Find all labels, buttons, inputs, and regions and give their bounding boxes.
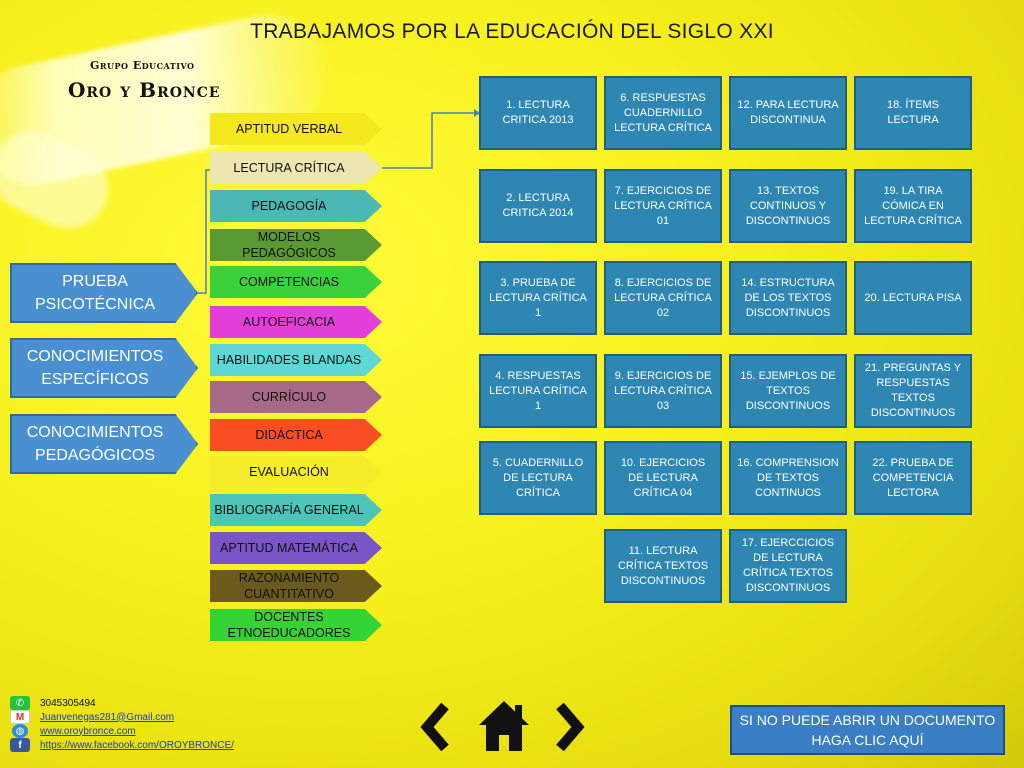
document-link-17[interactable]: 17. EJERCCICIOS DE LECTURA CRÍTICA TEXTO… bbox=[729, 529, 847, 603]
document-link-label: 6. RESPUESTAS CUADERNILLO LECTURA CRÍTIC… bbox=[614, 91, 712, 134]
help-button-label: SI NO PUEDE ABRIR UN DOCUMENTO HAGA CLIC… bbox=[739, 712, 996, 748]
document-link-4[interactable]: 4. RESPUESTAS LECTURA CRÍTICA 1 bbox=[479, 354, 597, 428]
document-link-7[interactable]: 7. EJERCICIOS DE LECTURA CRÍTICA 01 bbox=[604, 169, 722, 243]
category-conocimientos-especificos[interactable]: CONOCIMIENTOS ESPECÍFICOS bbox=[10, 338, 198, 398]
topic-8[interactable]: DIDÁCTICA bbox=[210, 419, 382, 451]
brand-name: Oro y Bronce bbox=[68, 78, 221, 102]
topic-label: AUTOEFICACIA bbox=[242, 315, 336, 329]
document-link-label: 3. PRUEBA DE LECTURA CRÍTICA 1 bbox=[489, 276, 587, 319]
document-link-6[interactable]: 6. RESPUESTAS CUADERNILLO LECTURA CRÍTIC… bbox=[604, 76, 722, 150]
document-link-16[interactable]: 16. COMPRENSION DE TEXTOS CONTINUOS bbox=[729, 441, 847, 515]
topic-12[interactable]: RAZONAMIENTO CUANTITATIVO bbox=[210, 570, 382, 602]
document-link-2[interactable]: 2. LECTURA CRITICA 2014 bbox=[479, 169, 597, 243]
topic-label: APTITUD MATEMÁTICA bbox=[220, 541, 358, 555]
facebook-icon: f bbox=[10, 738, 30, 752]
topic-9[interactable]: EVALUACIÓN bbox=[210, 456, 382, 488]
home-icon[interactable] bbox=[475, 697, 533, 755]
contact-facebook-link[interactable]: https://www.facebook.com/OROYBRONCE/ bbox=[40, 739, 234, 751]
document-link-10[interactable]: 10. EJERCICIOS DE LECTURA CRÍTICA 04 bbox=[604, 441, 722, 515]
topic-label: BIBLIOGRAFÍA GENERAL bbox=[214, 503, 364, 517]
chevron-right-icon[interactable] bbox=[550, 700, 590, 755]
document-link-13[interactable]: 13. TEXTOS CONTINUOS Y DISCONTINUOS bbox=[729, 169, 847, 243]
document-link-label: 8. EJERCICIOS DE LECTURA CRÍTICA 02 bbox=[614, 276, 712, 319]
topic-11[interactable]: APTITUD MATEMÁTICA bbox=[210, 532, 382, 564]
document-link-label: 13. TEXTOS CONTINUOS Y DISCONTINUOS bbox=[745, 184, 831, 227]
document-link-label: 1. LECTURA CRITICA 2013 bbox=[502, 99, 574, 126]
topic-6[interactable]: HABILIDADES BLANDAS bbox=[210, 344, 382, 376]
document-link-label: 4. RESPUESTAS LECTURA CRÍTICA 1 bbox=[489, 369, 587, 412]
connector-category-topic bbox=[198, 169, 212, 294]
topic-10[interactable]: BIBLIOGRAFÍA GENERAL bbox=[210, 494, 382, 526]
gmail-icon: M bbox=[10, 710, 30, 724]
category-label: CONOCIMIENTOS ESPECÍFICOS bbox=[26, 348, 164, 388]
document-link-21[interactable]: 21. PREGUNTAS Y RESPUESTAS TEXTOS DISCON… bbox=[854, 354, 972, 428]
document-link-label: 20. LECTURA PISA bbox=[864, 291, 962, 304]
topic-13[interactable]: DOCENTES ETNOEDUCADORES bbox=[210, 609, 382, 641]
document-link-label: 11. LECTURA CRÍTICA TEXTOS DISCONTINUOS bbox=[617, 544, 709, 587]
globe-icon: ◍ bbox=[12, 724, 28, 738]
page-title: TRABAJAMOS POR LA EDUCACIÓN DEL SIGLO XX… bbox=[250, 20, 774, 43]
document-link-label: 12. PARA LECTURA DISCONTINUA bbox=[737, 99, 839, 126]
document-link-19[interactable]: 19. LA TIRA CÓMICA EN LECTURA CRÍTICA bbox=[854, 169, 972, 243]
topic-2[interactable]: PEDAGOGÍA bbox=[210, 190, 382, 222]
contact-web-link[interactable]: www.oroybronce.com bbox=[40, 725, 136, 737]
document-link-label: 19. LA TIRA CÓMICA EN LECTURA CRÍTICA bbox=[864, 184, 962, 227]
document-link-20[interactable]: 20. LECTURA PISA bbox=[854, 261, 972, 335]
document-link-label: 14. ESTRUCTURA DE LOS TEXTOS DISCONTINUO… bbox=[741, 276, 835, 319]
contact-block: ✆ 3045305494 M Juanvenegas281@Gmail.com … bbox=[10, 696, 234, 752]
document-link-label: 10. EJERCICIOS DE LECTURA CRÍTICA 04 bbox=[620, 456, 706, 499]
document-link-11[interactable]: 11. LECTURA CRÍTICA TEXTOS DISCONTINUOS bbox=[604, 529, 722, 603]
document-link-22[interactable]: 22. PRUEBA DE COMPETENCIA LECTORA bbox=[854, 441, 972, 515]
document-link-label: 22. PRUEBA DE COMPETENCIA LECTORA bbox=[872, 456, 954, 499]
category-prueba-psicotecnica[interactable]: PRUEBA PSICOTÉCNICA bbox=[10, 263, 198, 323]
document-link-label: 16. COMPRENSION DE TEXTOS CONTINUOS bbox=[737, 456, 839, 499]
category-label: CONOCIMIENTOS PEDAGÓGICOS bbox=[26, 424, 164, 464]
topic-label: EVALUACIÓN bbox=[249, 465, 329, 479]
document-link-14[interactable]: 14. ESTRUCTURA DE LOS TEXTOS DISCONTINUO… bbox=[729, 261, 847, 335]
topic-label: RAZONAMIENTO CUANTITATIVO bbox=[238, 571, 340, 601]
document-link-9[interactable]: 9. EJERCICIOS DE LECTURA CRÍTICA 03 bbox=[604, 354, 722, 428]
document-link-label: 2. LECTURA CRITICA 2014 bbox=[502, 192, 574, 219]
topic-0[interactable]: APTITUD VERBAL bbox=[210, 113, 382, 145]
contact-email-link[interactable]: Juanvenegas281@Gmail.com bbox=[40, 711, 175, 723]
topic-label: CURRÍCULO bbox=[251, 390, 327, 404]
topic-5[interactable]: AUTOEFICACIA bbox=[210, 306, 382, 338]
document-link-3[interactable]: 3. PRUEBA DE LECTURA CRÍTICA 1 bbox=[479, 261, 597, 335]
connector-topic-grid bbox=[382, 112, 474, 169]
topic-label: MODELOS PEDAGÓGICOS bbox=[242, 230, 336, 260]
topic-label: DOCENTES ETNOEDUCADORES bbox=[227, 610, 351, 640]
document-link-15[interactable]: 15. EJEMPLOS DE TEXTOS DISCONTINUOS bbox=[729, 354, 847, 428]
chevron-left-icon[interactable] bbox=[415, 700, 455, 755]
brand-subtitle: Grupo Educativo bbox=[90, 59, 195, 72]
topic-label: APTITUD VERBAL bbox=[235, 122, 343, 136]
document-link-12[interactable]: 12. PARA LECTURA DISCONTINUA bbox=[729, 76, 847, 150]
document-link-label: 5. CUADERNILLO DE LECTURA CRÍTICA bbox=[492, 456, 584, 499]
topic-4[interactable]: COMPETENCIAS bbox=[210, 266, 382, 298]
whatsapp-icon: ✆ bbox=[10, 696, 30, 710]
category-label: PRUEBA PSICOTÉCNICA bbox=[34, 273, 155, 313]
topic-1[interactable]: LECTURA CRÍTICA bbox=[210, 152, 382, 184]
topic-7[interactable]: CURRÍCULO bbox=[210, 381, 382, 413]
document-link-18[interactable]: 18. ÍTEMS LECTURA bbox=[854, 76, 972, 150]
topic-label: LECTURA CRÍTICA bbox=[233, 161, 345, 175]
document-link-1[interactable]: 1. LECTURA CRITICA 2013 bbox=[479, 76, 597, 150]
topic-label: HABILIDADES BLANDAS bbox=[216, 353, 362, 367]
category-conocimientos-pedagogicos[interactable]: CONOCIMIENTOS PEDAGÓGICOS bbox=[10, 414, 198, 474]
topic-label: COMPETENCIAS bbox=[238, 275, 339, 289]
topic-label: PEDAGOGÍA bbox=[251, 199, 327, 213]
document-link-5[interactable]: 5. CUADERNILLO DE LECTURA CRÍTICA bbox=[479, 441, 597, 515]
document-link-label: 21. PREGUNTAS Y RESPUESTAS TEXTOS DISCON… bbox=[864, 362, 962, 419]
topic-3[interactable]: MODELOS PEDAGÓGICOS bbox=[210, 229, 382, 261]
document-link-label: 18. ÍTEMS LECTURA bbox=[887, 99, 939, 126]
document-link-label: 15. EJEMPLOS DE TEXTOS DISCONTINUOS bbox=[740, 369, 836, 412]
contact-phone: 3045305494 bbox=[40, 697, 96, 709]
document-link-label: 17. EJERCCICIOS DE LECTURA CRÍTICA TEXTO… bbox=[741, 537, 835, 594]
help-open-document-button[interactable]: SI NO PUEDE ABRIR UN DOCUMENTO HAGA CLIC… bbox=[730, 705, 1005, 755]
document-link-label: 9. EJERCICIOS DE LECTURA CRÍTICA 03 bbox=[614, 369, 712, 412]
topic-label: DIDÁCTICA bbox=[255, 428, 323, 442]
document-link-label: 7. EJERCICIOS DE LECTURA CRÍTICA 01 bbox=[614, 184, 712, 227]
document-link-8[interactable]: 8. EJERCICIOS DE LECTURA CRÍTICA 02 bbox=[604, 261, 722, 335]
